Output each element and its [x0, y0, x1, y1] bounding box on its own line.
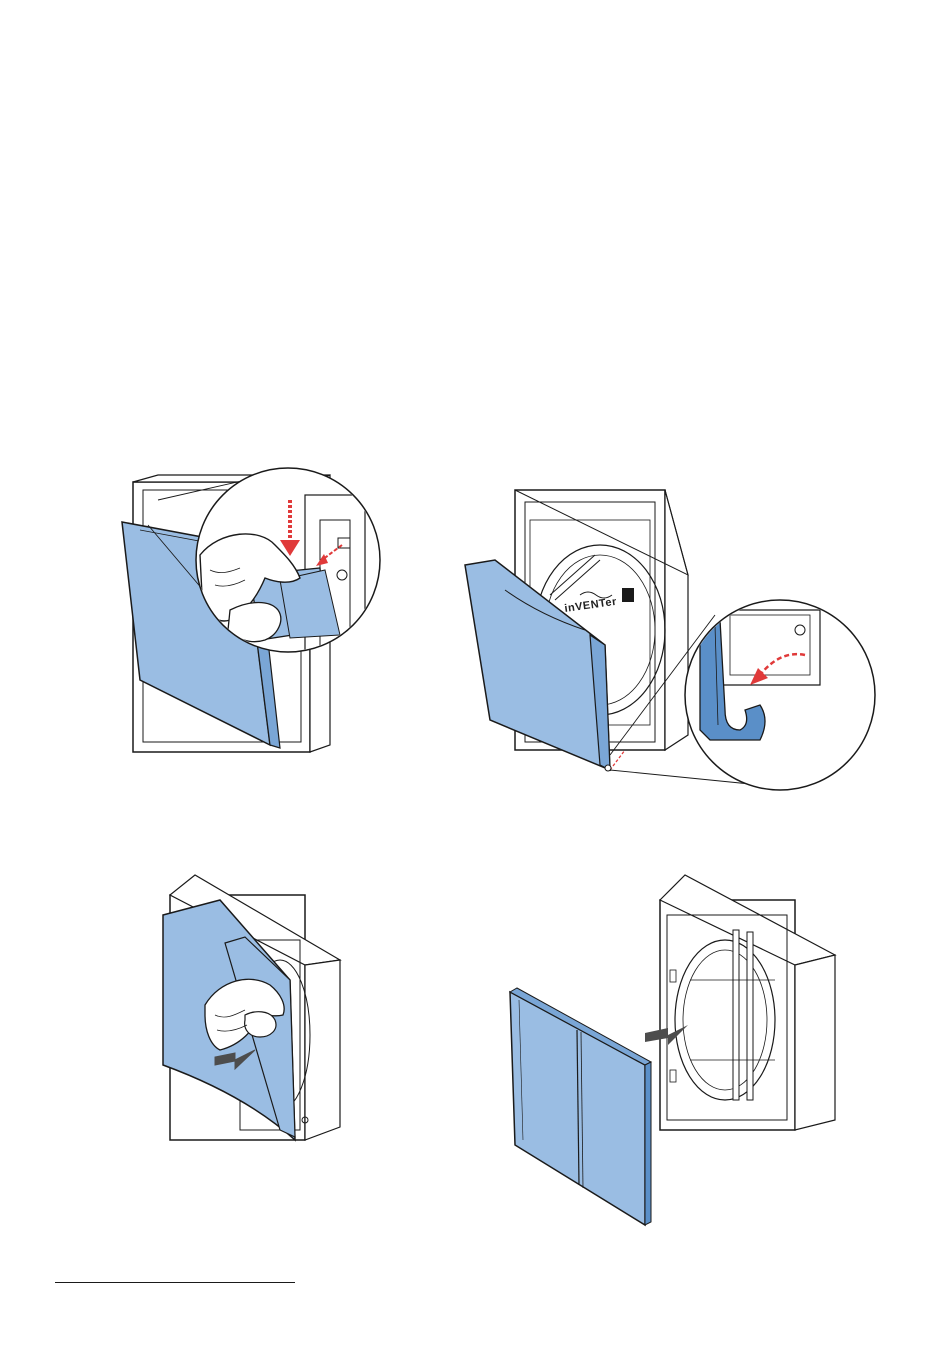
- figure-step-2: inVENTer: [460, 480, 880, 800]
- finger-press-latch-icon: [110, 460, 410, 760]
- footnote-separator: [55, 1282, 295, 1283]
- cover-hinge-unhook-icon: inVENTer: [460, 480, 880, 800]
- hand-pull-cover-icon: [155, 865, 355, 1150]
- filter-removal-icon: [505, 870, 840, 1225]
- figure-step-1: [110, 460, 410, 760]
- figure-step-3: [155, 865, 355, 1150]
- figure-step-4: [505, 870, 840, 1225]
